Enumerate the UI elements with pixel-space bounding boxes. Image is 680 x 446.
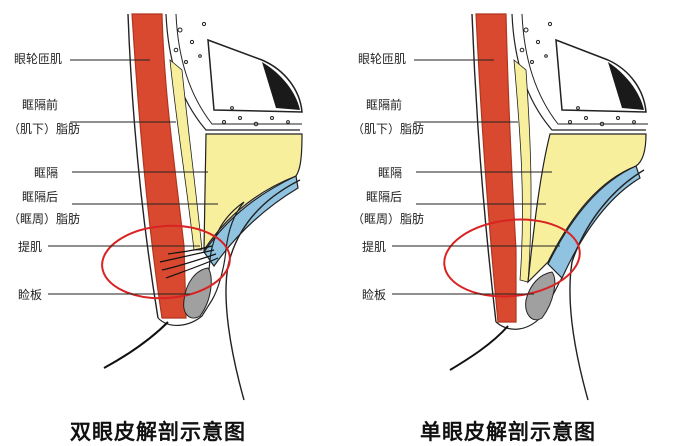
label-orbicularis-left: 眼轮匝肌 (14, 52, 63, 66)
septum-inner-left (175, 13, 302, 125)
label-periorbital-fat-right: （眶周）脂肪 (352, 212, 425, 226)
highlight-circle-right (443, 218, 581, 298)
label-levator-right: 提肌 (362, 240, 387, 254)
double-eyelid-diagram (48, 13, 303, 401)
label-preseptal-left: 眶隔前 (22, 98, 59, 112)
skin-outline-right (471, 13, 497, 323)
label-tarsus-right: 睑板 (362, 288, 387, 302)
skin-outline-left (127, 13, 159, 319)
leader-lines-left (48, 59, 218, 295)
bone-shading-left (262, 62, 300, 110)
label-septum-left: 眶隔 (34, 166, 59, 180)
tarsus-right (525, 271, 556, 321)
globe-arc-right (569, 169, 645, 401)
label-preseptal-right: 眶隔前 (366, 98, 403, 112)
label-tarsus-left: 睑板 (18, 288, 43, 302)
orbicularis-muscle-left (131, 13, 187, 319)
eyelid-contour-left (157, 201, 245, 326)
eyelash-right (449, 325, 509, 371)
single-eyelid-diagram (392, 13, 648, 401)
label-levator-left: 提肌 (18, 240, 43, 254)
levator-fibers-left (159, 245, 219, 279)
caption-double-eyelid: 双眼皮解剖示意图 (70, 420, 246, 444)
label-submuscular-fat-right: （肌下）脂肪 (352, 122, 425, 136)
label-submuscular-fat-left: （肌下）脂肪 (8, 122, 81, 136)
orbital-fat-right (527, 133, 647, 284)
label-periorbital-fat-left: （眶周）脂肪 (8, 212, 81, 226)
label-postseptal-right: 眶隔后 (366, 190, 403, 204)
eyelash-left (103, 321, 169, 369)
label-postseptal-left: 眶隔后 (22, 190, 59, 204)
caption-single-eyelid: 单眼皮解剖示意图 (420, 420, 596, 444)
septum-inner-right (521, 13, 648, 125)
orbicularis-muscle-right (475, 13, 517, 323)
bone-shading-right (608, 62, 644, 110)
label-septum-right: 眶隔 (378, 166, 403, 180)
leader-lines-right (392, 59, 560, 295)
preseptal-fat-left (169, 59, 203, 251)
highlight-circle-left (101, 224, 231, 300)
label-orbicularis-right: 眼轮匝肌 (358, 52, 407, 66)
